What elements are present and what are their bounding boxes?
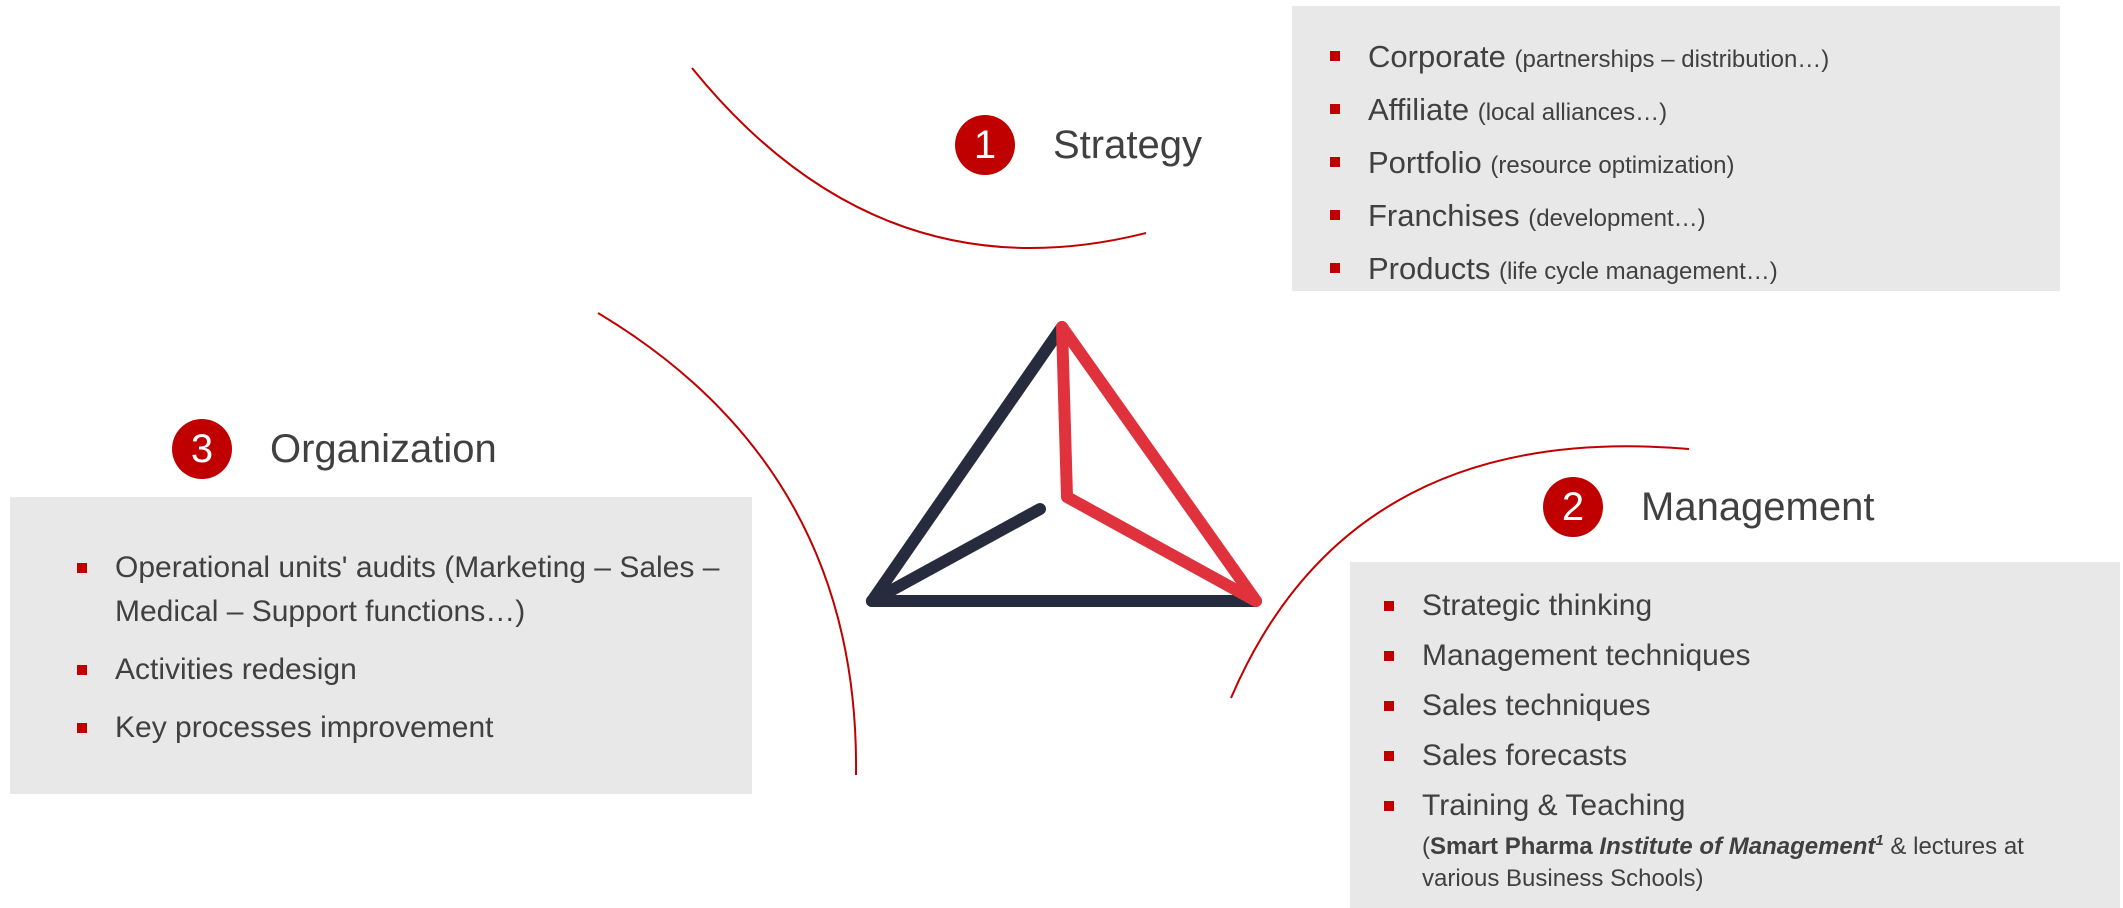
management-number-badge: 2 [1543,477,1603,537]
strategy-item-detail: (development…) [1528,205,1706,232]
management-item: Sales forecasts [1382,731,2100,781]
strategy-item-detail: (resource optimization) [1490,152,1735,179]
triangle-inner-stroke [866,503,1046,607]
management-list: Strategic thinking Management techniques… [1382,581,2100,895]
triangle-red-fold [1056,321,1262,607]
management-title: Management [1641,484,1875,529]
training-note: (Smart Pharma Institute of Management1 &… [1422,825,2100,895]
training-note-bold: Smart Pharma [1430,833,1600,860]
organization-heading: 3 Organization [172,419,497,479]
strategy-item-affiliate: Affiliate (local alliances…) [1328,85,2060,138]
management-item-training: Training & Teaching (Smart Pharma Instit… [1382,781,2100,895]
strategy-item-franchises: Franchises (development…) [1328,191,2060,244]
strategy-arc [691,67,1147,249]
organization-arc [597,312,858,776]
organization-list: Operational units' audits (Marketing – S… [75,546,732,750]
strategy-item-detail: (local alliances…) [1477,99,1668,126]
strategy-item-portfolio: Portfolio (resource optimization) [1328,138,2060,191]
management-heading: 2 Management [1543,477,1874,537]
triangle-left-edge [866,321,1068,607]
triangle-logo [866,321,1262,607]
management-panel: Strategic thinking Management techniques… [1350,562,2120,908]
organization-item: Activities redesign [75,648,732,692]
training-note-open: ( [1422,833,1430,860]
training-note-footnote: 1 [1875,832,1884,849]
organization-item: Operational units' audits (Marketing – S… [75,546,732,634]
strategy-item-label: Portfolio [1368,145,1482,180]
strategy-item-label: Affiliate [1368,92,1470,127]
strategy-item-detail: (partnerships – distribution…) [1514,46,1830,73]
training-note-institute: Institute of Management [1599,833,1876,860]
strategy-item-detail: (life cycle management…) [1498,258,1778,285]
strategy-title: Strategy [1053,122,1202,167]
management-item-label: Training & Teaching [1422,789,1686,822]
strategy-panel: Corporate (partnerships – distribution…)… [1292,6,2060,291]
training-note-rest: & lectures at various Business Schools) [1422,833,2024,892]
strategy-item-label: Corporate [1368,39,1506,74]
strategy-item-products: Products (life cycle management…) [1328,244,2060,297]
organization-item: Key processes improvement [75,706,732,750]
organization-panel: Operational units' audits (Marketing – S… [10,497,752,794]
strategy-heading: 1 Strategy [955,115,1202,175]
strategy-item-label: Products [1368,251,1491,286]
strategy-list: Corporate (partnerships – distribution…)… [1328,32,2060,297]
management-arc [1230,445,1690,699]
management-item: Management techniques [1382,631,2100,681]
strategy-item-corporate: Corporate (partnerships – distribution…) [1328,32,2060,85]
management-item: Strategic thinking [1382,581,2100,631]
strategy-item-label: Franchises [1368,198,1520,233]
organization-title: Organization [270,426,497,471]
strategy-number-badge: 1 [955,115,1015,175]
management-item: Sales techniques [1382,681,2100,731]
organization-number-badge: 3 [172,419,232,479]
